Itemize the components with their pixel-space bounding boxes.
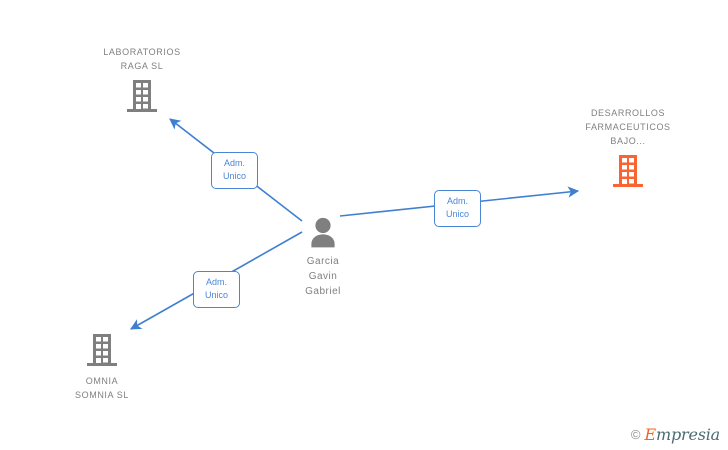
node-label-garcia-gavin-gabriel: Garcia Gavin Gabriel xyxy=(305,256,341,297)
edge-label-laboratorios-raga[interactable]: Adm. Unico xyxy=(211,152,258,189)
empresia-logo-initial: E xyxy=(644,425,657,444)
node-person-garcia-gavin-gabriel[interactable]: Garcia Gavin Gabriel xyxy=(243,216,403,299)
edge-label-omnia-somnia[interactable]: Adm. Unico xyxy=(193,271,240,308)
copyright-icon: © xyxy=(630,427,641,442)
building-icon xyxy=(125,78,159,114)
node-label-laboratorios-raga-sl: LABORATORIOS RAGA SL xyxy=(103,47,181,71)
node-company-desarrollos-farmaceuticos-bajo[interactable]: DESARROLLOS FARMACEUTICOS BAJO... xyxy=(548,106,708,189)
node-company-omnia-somnia-sl[interactable]: OMNIA SOMNIA SL xyxy=(22,332,182,402)
person-icon xyxy=(306,216,340,248)
building-icon xyxy=(85,332,119,368)
empresia-logo-text: mpresia xyxy=(656,425,720,444)
building-icon-highlighted xyxy=(611,153,645,189)
node-label-desarrollos-farmaceuticos-bajo: DESARROLLOS FARMACEUTICOS BAJO... xyxy=(585,108,671,146)
node-company-laboratorios-raga-sl[interactable]: LABORATORIOS RAGA SL xyxy=(62,45,222,114)
edge-label-desarrollos-farmaceuticos[interactable]: Adm. Unico xyxy=(434,190,481,227)
empresia-logo: Empresia xyxy=(644,425,721,444)
watermark-empresia: © Empresia xyxy=(631,425,720,444)
node-label-omnia-somnia-sl: OMNIA SOMNIA SL xyxy=(75,376,129,400)
